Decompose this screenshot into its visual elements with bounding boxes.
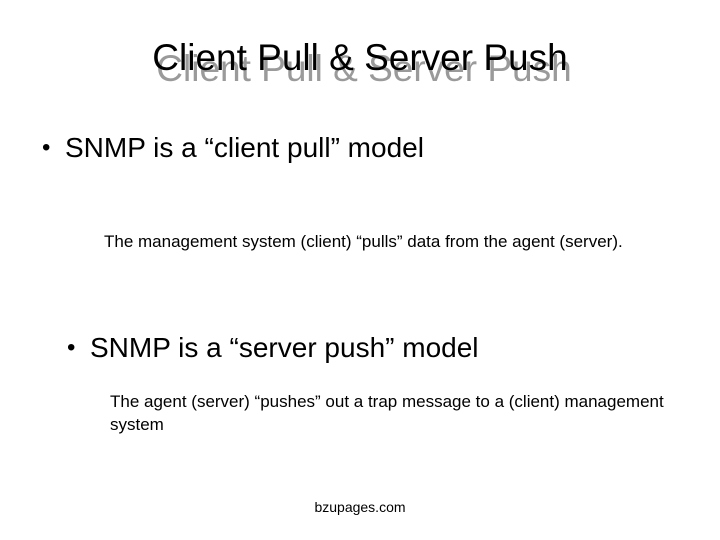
bullet-item-client-pull: • SNMP is a “client pull” model — [42, 131, 424, 165]
bullet-label-client-pull: SNMP is a “client pull” model — [65, 132, 424, 163]
bullet-item-server-push: • SNMP is a “server push” model — [67, 331, 479, 365]
slide-footer: bzupages.com — [314, 499, 406, 515]
body-paragraph-client-pull: The management system (client) “pulls” d… — [104, 232, 623, 251]
slide-title: Client Pull & Server Push — [152, 37, 568, 78]
bullet-label-server-push: SNMP is a “server push” model — [90, 332, 479, 363]
bullet-point-icon: • — [42, 134, 51, 161]
bullet-point-icon: • — [67, 334, 76, 361]
body-paragraph-server-push: The agent (server) “pushes” out a trap m… — [110, 392, 664, 434]
